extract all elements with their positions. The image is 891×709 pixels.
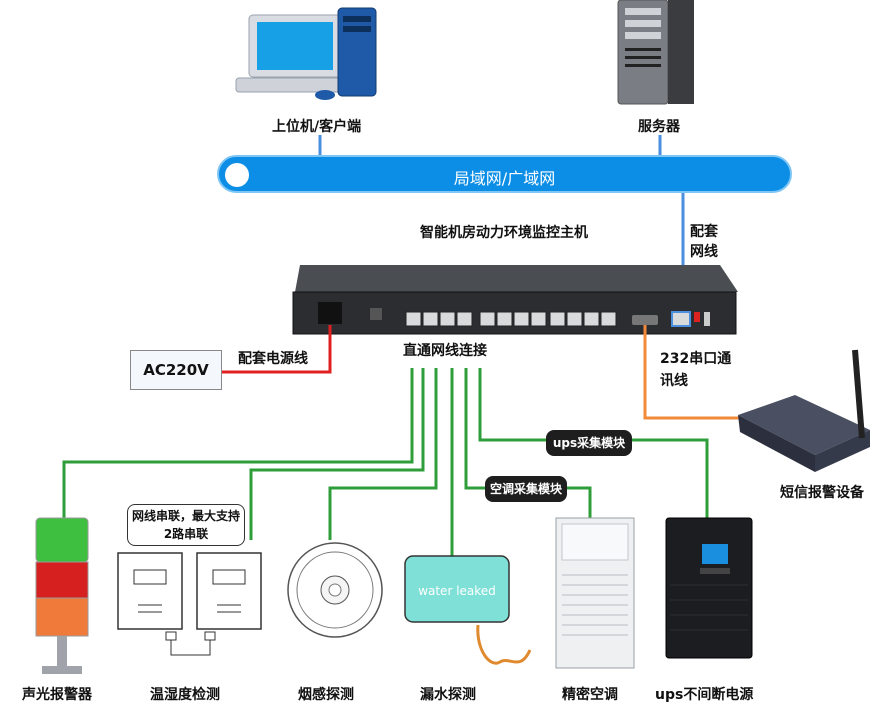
precision-ac-icon [555,517,635,669]
server-icon [617,0,694,105]
alarm-label: 声光报警器 [22,687,92,703]
sensor-wiring [62,368,709,556]
server-label: 服务器 [638,119,680,135]
temp-humidity-label: 温湿度检测 [150,687,220,703]
alarm-tower-icon [35,517,89,674]
lan-label: 局域网/广域网 [453,169,556,188]
water-leak-sensor-text: water leaked [418,584,496,598]
precision-ac-label: 精密空调 [562,687,618,703]
ups-module-box: ups采集模块 [546,430,632,456]
cascade-note: 网线串联，最大支持2路串联 [127,504,245,546]
sms-device-label: 短信报警设备 [780,485,864,501]
temp-humidity-sensor-icon [117,552,262,656]
host-title: 智能机房动力环境监控主机 [420,225,588,241]
serial-line [643,325,740,420]
lan-bar-end [225,163,249,187]
water-leak-label: 漏水探测 [420,687,476,703]
ups-icon [665,517,753,659]
monitoring-host-device [292,265,738,335]
ac-module-box: 空调采集模块 [485,476,567,502]
lan-bar: 局域网/广域网 [217,155,792,193]
serial-line-label: 232串口通讯线 [660,351,732,389]
direct-cable-label: 直通网线连接 [403,343,487,359]
client-computer-icon [235,7,377,100]
network-cable-label: 配套网线 [690,224,718,260]
client-label: 上位机/客户端 [272,119,362,135]
ups-label: ups不间断电源 [655,687,754,703]
smoke-detector-icon [287,542,383,638]
sms-alarm-device-icon [738,349,870,472]
power-cable-label: 配套电源线 [238,351,308,367]
power-cable-line [222,325,332,374]
smoke-label: 烟感探测 [298,687,354,703]
water-leak-sensor-icon [404,555,532,665]
ac220v-box: AC220V [130,350,222,390]
